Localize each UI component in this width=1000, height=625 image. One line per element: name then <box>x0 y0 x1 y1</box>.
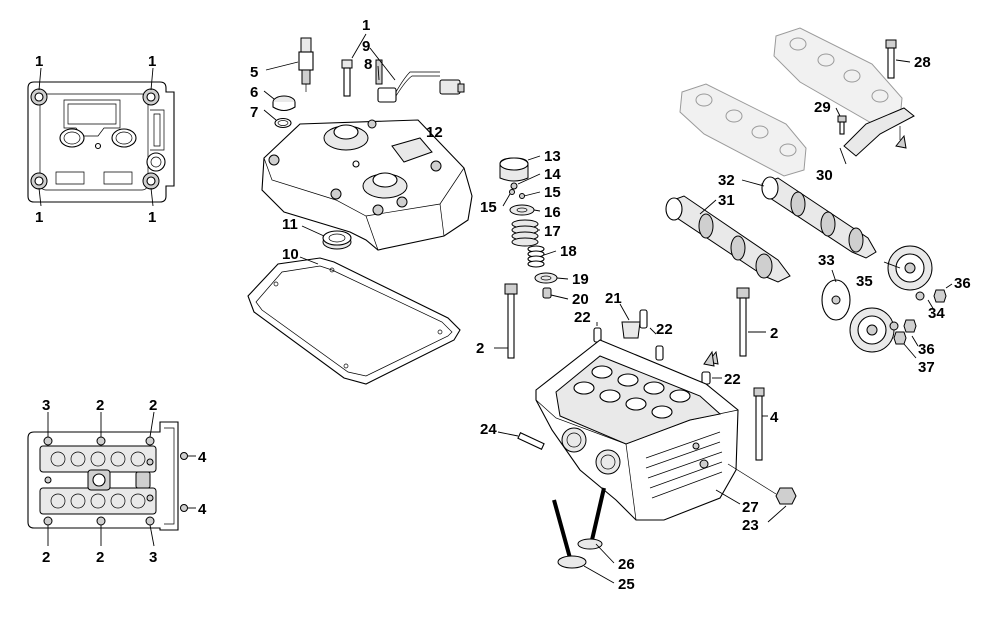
callout-34: 34 <box>928 305 945 322</box>
callout-1: 1 <box>35 209 43 226</box>
intake-cam-sprocket <box>883 245 933 291</box>
callout-12: 12 <box>426 124 443 141</box>
callout-18: 18 <box>560 243 577 260</box>
callout-36: 36 <box>918 341 935 358</box>
intake-valve <box>552 499 615 584</box>
sprocket-plate <box>821 269 851 321</box>
callout-32: 32 <box>718 172 735 189</box>
oil-filler-cap <box>263 90 296 112</box>
carrier-bolt-long <box>885 39 911 79</box>
exhaust-stud <box>497 431 545 450</box>
assembly-arrow-marker <box>703 350 715 367</box>
callout-37: 37 <box>918 359 935 376</box>
callout-4: 4 <box>770 409 779 426</box>
callout-23: 23 <box>742 517 759 534</box>
intake-camshaft <box>741 176 877 259</box>
exhaust-camshaft <box>665 195 791 283</box>
oil-cap-o-ring <box>263 109 292 129</box>
valve-cover-top-view <box>27 67 175 207</box>
callout-13: 13 <box>544 148 561 165</box>
callout-17: 17 <box>544 223 561 240</box>
callout-5: 5 <box>250 64 258 81</box>
callout-10: 10 <box>282 246 299 263</box>
carrier-bolt-short <box>835 107 847 135</box>
camshaft-carrier-lower <box>679 83 807 177</box>
valve-cover-gasket <box>247 256 461 385</box>
callout-2: 2 <box>42 549 50 566</box>
callout-21: 21 <box>605 290 622 307</box>
callout-15: 15 <box>480 199 497 216</box>
callout-28: 28 <box>914 54 931 71</box>
head-bolt-left <box>494 283 518 359</box>
callout-35: 35 <box>856 273 873 290</box>
callout-30: 30 <box>816 167 833 184</box>
callout-22: 22 <box>724 371 741 388</box>
callout-22: 22 <box>574 309 591 326</box>
cylinder-head-top-view <box>27 411 196 547</box>
callout-29: 29 <box>814 99 831 116</box>
callout-27: 27 <box>742 499 759 516</box>
callout-2: 2 <box>149 397 157 414</box>
spark-plug-tube-seal <box>301 225 352 250</box>
callout-36: 36 <box>954 275 971 292</box>
callout-20: 20 <box>572 291 589 308</box>
callout-4: 4 <box>198 501 207 518</box>
callout-24: 24 <box>480 421 497 438</box>
spark-plug <box>265 37 314 92</box>
dowel-pins <box>593 303 722 385</box>
callout-1: 1 <box>362 17 370 34</box>
callout-15: 15 <box>544 184 561 201</box>
cam-position-sensor <box>369 47 465 103</box>
callout-14: 14 <box>544 166 561 183</box>
oil-plug-bolt <box>715 463 797 523</box>
callout-2: 2 <box>770 325 778 342</box>
callout-7: 7 <box>250 104 258 121</box>
callout-3: 3 <box>42 397 50 414</box>
callout-3: 3 <box>149 549 157 566</box>
sprocket-bolts <box>889 283 953 359</box>
callout-25: 25 <box>618 576 635 593</box>
callout-1: 1 <box>35 53 43 70</box>
exhaust-cam-sprocket <box>849 307 895 353</box>
callout-31: 31 <box>718 192 735 209</box>
callout-9: 9 <box>362 38 370 55</box>
callout-1: 1 <box>148 53 156 70</box>
head-bolt-right <box>736 287 766 357</box>
callout-2: 2 <box>476 340 484 357</box>
sensor-o-ring <box>377 65 380 81</box>
cover-bolt <box>341 33 367 97</box>
callout-22: 22 <box>656 321 673 338</box>
exhaust-valve <box>577 487 615 564</box>
callout-2: 2 <box>96 549 104 566</box>
callout-19: 19 <box>572 271 589 288</box>
callout-26: 26 <box>618 556 635 573</box>
callout-16: 16 <box>544 204 561 221</box>
valve-cover-assembly <box>261 119 473 251</box>
callout-8: 8 <box>364 56 372 73</box>
valve-train-stack <box>499 155 569 300</box>
cylinder-head <box>535 339 739 521</box>
callout-6: 6 <box>250 84 258 101</box>
callout-11: 11 <box>282 216 298 233</box>
callout-4: 4 <box>198 449 207 466</box>
callout-1: 1 <box>148 209 156 226</box>
callout-2: 2 <box>96 397 104 414</box>
callout-33: 33 <box>818 252 835 269</box>
cam-chain-guide <box>839 107 915 165</box>
head-stud <box>753 387 768 461</box>
callout-labels: 1 1 1 1 1 2 2 2 2 2 2 3 3 4 4 4 5 6 7 8 … <box>35 17 971 593</box>
